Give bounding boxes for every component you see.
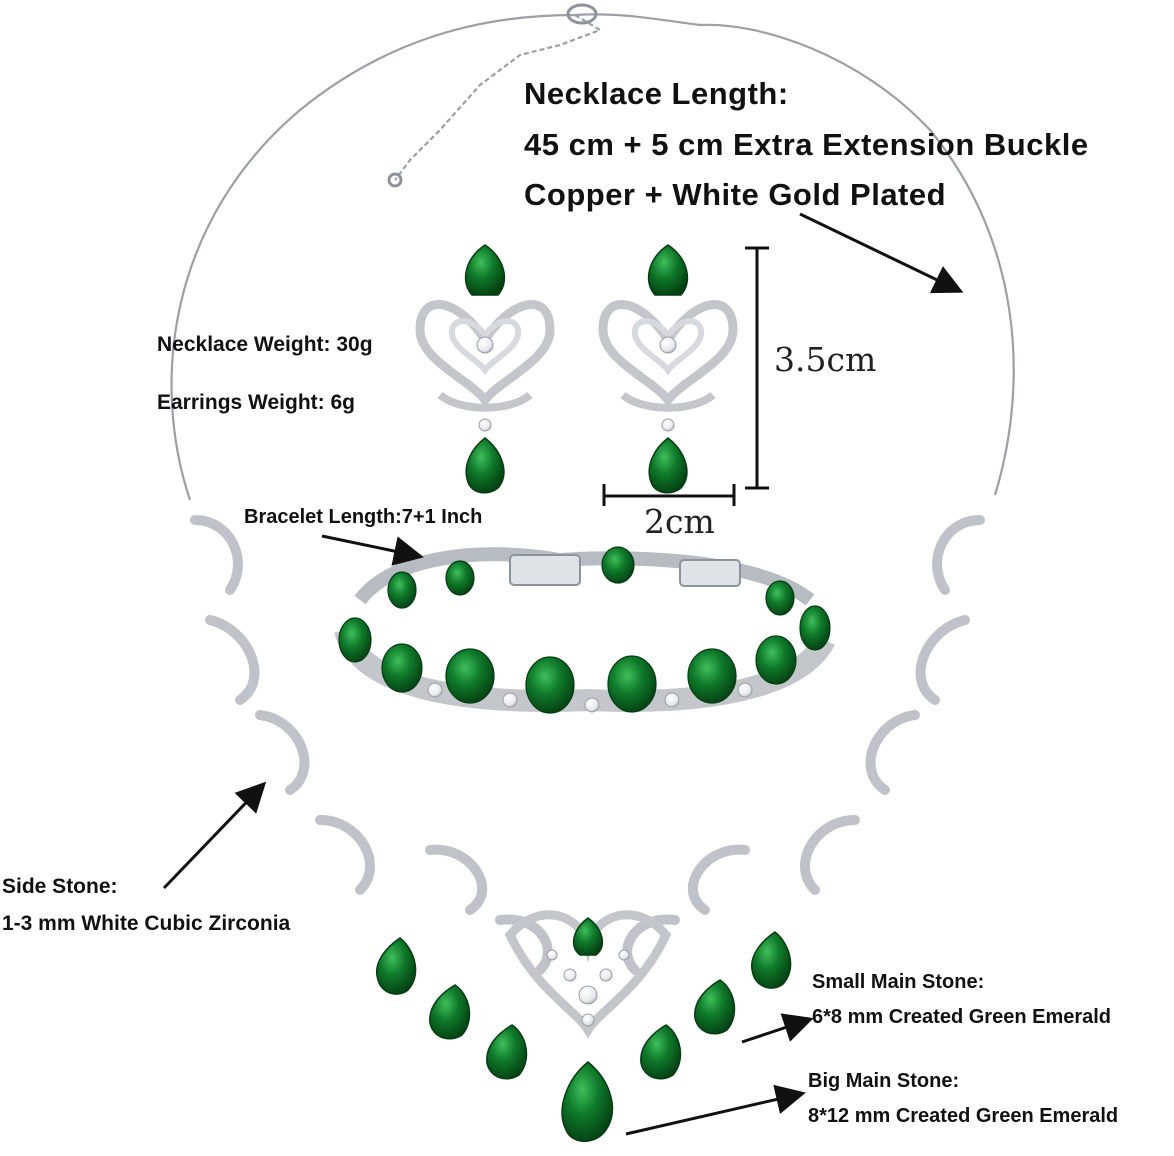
earring-left: [415, 244, 555, 494]
clasp: [387, 3, 598, 188]
small-main-stone-title: Small Main Stone:: [812, 971, 985, 993]
side-stone-title: Side Stone:: [2, 875, 118, 898]
necklace-center: [504, 910, 672, 1039]
width-dimension-bar: [602, 484, 736, 506]
bracelet: [334, 546, 835, 714]
side-stone-arrow: [162, 781, 267, 890]
necklace-length-arrow: [799, 212, 964, 294]
necklace-chain: [170, 13, 1015, 501]
big-main-stone-title: Big Main Stone:: [808, 1070, 960, 1092]
necklace-weight: Necklace Weight: 30g: [157, 333, 373, 356]
earring-width-label: 2cm: [644, 502, 715, 541]
small-main-stone-value: 6*8 mm Created Green Emerald: [812, 1006, 1112, 1028]
necklace-length-value: 45 cm + 5 cm Extra Extension Buckle: [524, 127, 1089, 162]
big-main-stone-value: 8*12 mm Created Green Emerald: [808, 1105, 1119, 1127]
earring-height-label: 3.5cm: [774, 340, 877, 379]
side-stone-value: 1-3 mm White Cubic Zirconia: [2, 912, 291, 935]
big-stone-arrow: [625, 1084, 806, 1136]
earrings-weight: Earrings Weight: 6g: [157, 391, 355, 414]
small-stone-arrow: [741, 1013, 814, 1044]
bracelet-arrow: [321, 534, 424, 566]
center-cz-stones: [546, 949, 630, 1027]
pointer-arrows: [162, 212, 964, 1136]
necklace-material: Copper + White Gold Plated: [524, 177, 947, 212]
height-dimension-bar: [745, 246, 769, 490]
necklace-left-arm: [190, 515, 553, 975]
necklace-emerald-drops: [375, 917, 792, 1142]
necklace-right-arm: [622, 515, 985, 975]
earring-right: [598, 244, 738, 494]
necklace-length-title: Necklace Length:: [524, 76, 789, 111]
bracelet-length: Bracelet Length:7+1 Inch: [244, 506, 483, 528]
